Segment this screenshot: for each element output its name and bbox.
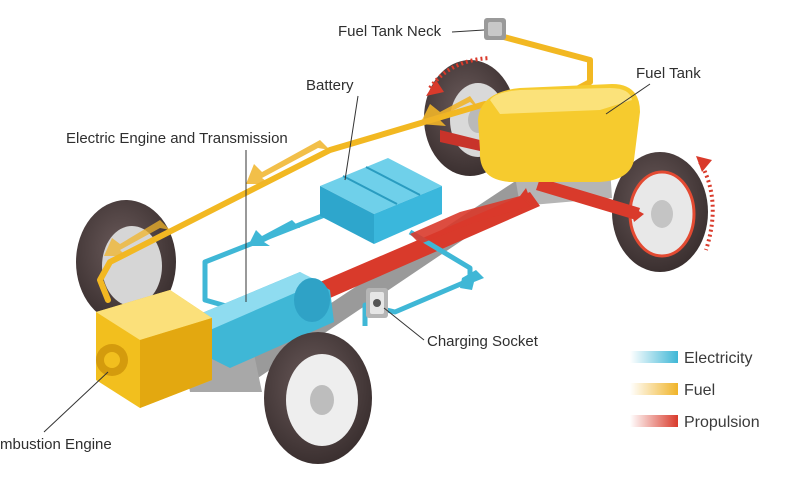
electric-engine xyxy=(190,272,334,368)
fuel-flow-arrow xyxy=(104,220,170,256)
battery xyxy=(320,158,442,244)
legend-label-fuel: Fuel xyxy=(684,382,715,399)
combustion-engine xyxy=(96,290,212,408)
label-fuel-tank: Fuel Tank xyxy=(636,65,701,82)
electricity-flow-arrow xyxy=(460,270,484,290)
label-fuel-tank-neck: Fuel Tank Neck xyxy=(338,23,442,40)
fuel-tank xyxy=(478,84,640,182)
rotation-arc xyxy=(428,56,491,90)
leader-fuel-tank-neck xyxy=(451,29,485,33)
propulsion-flow-arrow xyxy=(630,206,644,222)
label-combustion-engine: mbustion Engine xyxy=(0,436,112,453)
legend: Electricity Fuel Propulsion xyxy=(630,350,760,431)
leader-charging-socket xyxy=(383,307,425,341)
charging-socket xyxy=(366,288,388,318)
electricity-flow-arrow xyxy=(248,220,300,246)
legend-item-electricity: Electricity xyxy=(630,350,752,367)
rotation-arc-head xyxy=(696,156,712,172)
legend-label-electricity: Electricity xyxy=(684,350,752,367)
leader-combustion-engine xyxy=(43,371,109,433)
legend-swatch-fuel xyxy=(630,383,678,395)
label-battery: Battery xyxy=(306,77,354,94)
leader-battery xyxy=(344,95,359,181)
propulsion-flow-arrow xyxy=(410,196,530,244)
propulsion-flow-arrow xyxy=(520,188,532,204)
fuel-flow-arrow xyxy=(246,140,330,184)
rotation-arc-head xyxy=(426,80,444,96)
legend-item-propulsion: Propulsion xyxy=(630,414,760,431)
legend-item-fuel: Fuel xyxy=(630,382,715,399)
leader-fuel-tank xyxy=(605,83,651,115)
label-charging-socket: Charging Socket xyxy=(427,333,539,350)
legend-swatch-propulsion xyxy=(630,415,678,427)
rotation-arc xyxy=(698,160,715,251)
fuel-tank-neck xyxy=(484,18,506,40)
callouts: Fuel Tank Neck Fuel Tank Battery Electri… xyxy=(0,23,701,453)
fuel-flow-arrow xyxy=(420,96,480,126)
rear-right-wheel xyxy=(612,152,708,272)
legend-swatch-electricity xyxy=(630,351,678,363)
legend-label-propulsion: Propulsion xyxy=(684,414,760,431)
flow-arrows xyxy=(104,56,715,290)
label-electric-engine: Electric Engine and Transmission xyxy=(66,130,288,147)
front-right-wheel xyxy=(264,332,372,464)
